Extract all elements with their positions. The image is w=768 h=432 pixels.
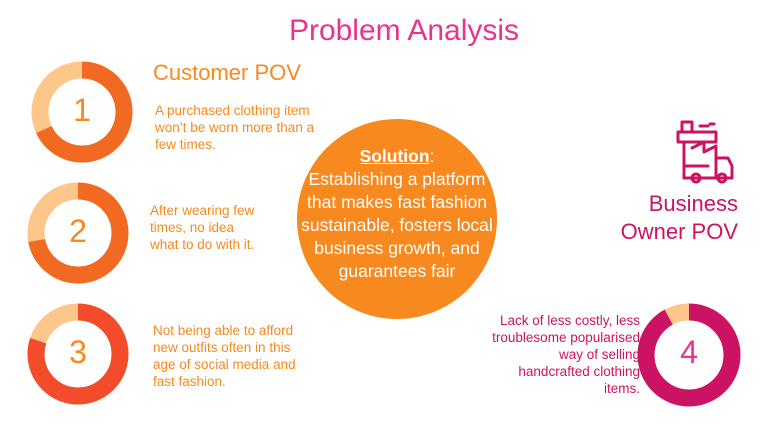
solution-circle: Solution: Establishing a platform that m… <box>297 119 497 319</box>
solution-colon: : <box>429 146 435 166</box>
solution-label: Solution <box>359 146 430 166</box>
customer-point-1: A purchased clothing item won’t be worn … <box>155 103 315 152</box>
donut-chart-4 <box>637 303 741 407</box>
business-point-4: Lack of less costly, less troublesome po… <box>492 313 640 396</box>
customer-point-2: After wearing few times, no idea what to… <box>150 203 255 252</box>
solution-text-block: Solution: Establishing a platform that m… <box>297 145 497 283</box>
donut-1-arc <box>31 61 133 163</box>
donut-chart-1 <box>31 61 133 163</box>
donut-3-arc <box>27 303 129 405</box>
donut-2-arc <box>27 182 129 284</box>
business-owner-pov-heading: Business Owner POV <box>620 191 738 244</box>
slide-title: Problem Analysis <box>288 14 520 47</box>
number-1: 1 <box>73 92 91 128</box>
donut-chart-2 <box>27 182 129 284</box>
customer-pov-heading: Customer POV <box>153 60 301 85</box>
number-4: 4 <box>680 334 698 370</box>
donut-chart-3 <box>27 303 129 405</box>
customer-point-3: Not being able to afford new outfits oft… <box>153 323 296 389</box>
solution-body: Establishing a platform that makes fast … <box>301 169 493 281</box>
number-2: 2 <box>69 213 87 249</box>
donut-4-arc <box>637 303 741 407</box>
number-3: 3 <box>69 334 87 370</box>
factory-icon <box>676 120 734 184</box>
